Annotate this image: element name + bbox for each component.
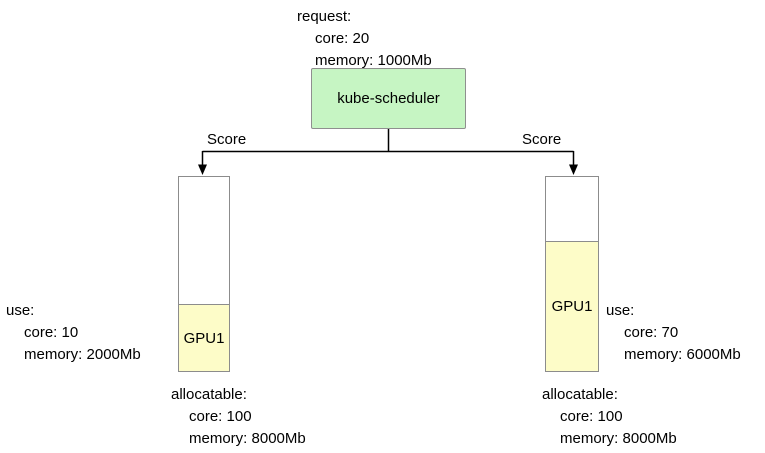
node-right: GPU1 [545,176,599,372]
allocatable-title-right: allocatable: [542,386,618,403]
kube-scheduler-label: kube-scheduler [337,90,440,107]
node-left: GPU1 [178,176,230,372]
use-title-left: use: [6,302,35,319]
arrowhead-right-icon [569,164,578,175]
use-annotation-right: use: core: 70 memory: 6000Mb [606,300,741,366]
score-label-left: Score [207,131,247,148]
request-title: request: [297,8,352,25]
scheduler-to-nodes-edge [201,129,575,166]
use-memory-left: memory: 2000Mb [24,346,141,363]
allocatable-annotation-left: allocatable: core: 100 memory: 8000Mb [171,384,306,450]
allocatable-memory-left: memory: 8000Mb [189,430,306,447]
allocatable-title-left: allocatable: [171,386,247,403]
allocatable-annotation-right: allocatable: core: 100 memory: 8000Mb [542,384,677,450]
score-label-right: Score [522,131,562,148]
gpu-label-right: GPU1 [551,298,593,315]
request-core: core: 20 [315,30,370,47]
allocatable-core-left: core: 100 [189,408,252,425]
gpu-usage-right: GPU1 [546,241,598,371]
request-annotation: request: core: 20 memory: 1000Mb [297,6,432,72]
allocatable-core-right: core: 100 [560,408,623,425]
use-memory-right: memory: 6000Mb [624,346,741,363]
arrowhead-left-icon [198,164,207,175]
use-core-left: core: 10 [24,324,79,341]
allocatable-memory-right: memory: 8000Mb [560,430,677,447]
use-core-right: core: 70 [624,324,679,341]
use-annotation-left: use: core: 10 memory: 2000Mb [6,300,141,366]
gpu-usage-left: GPU1 [179,304,229,371]
use-title-right: use: [606,302,635,319]
gpu-label-left: GPU1 [183,329,225,347]
request-memory: memory: 1000Mb [315,52,432,69]
kube-scheduler-node: kube-scheduler [311,68,466,129]
